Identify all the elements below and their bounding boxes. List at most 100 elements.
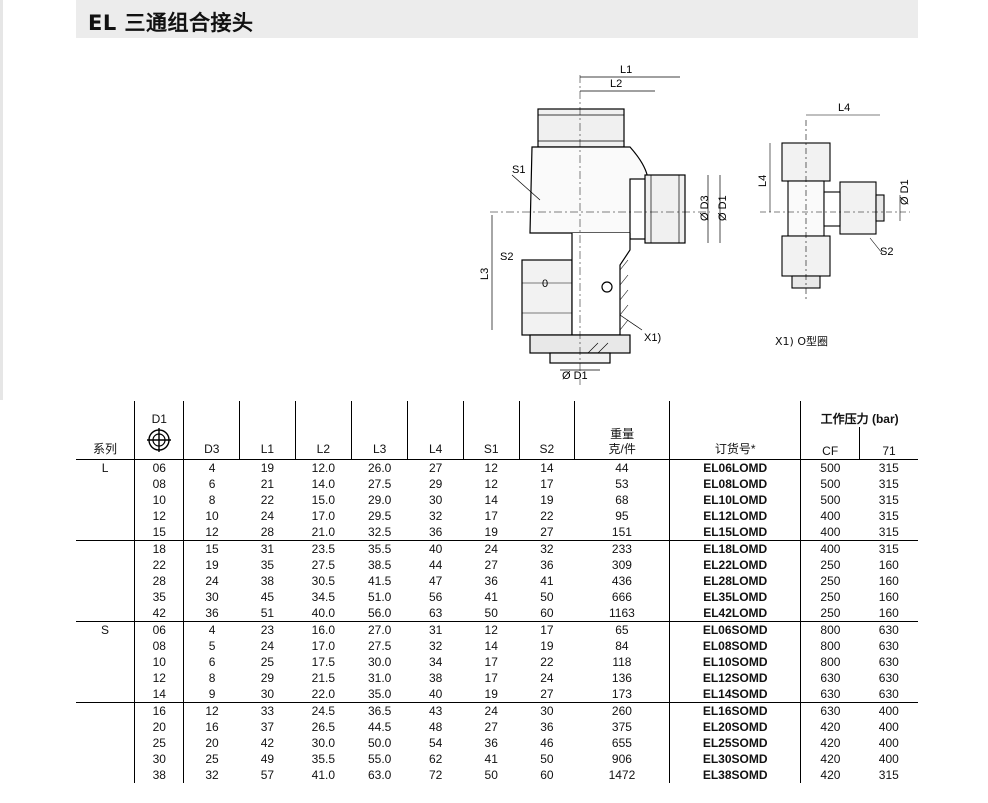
cell-d1: 14 (134, 686, 185, 703)
cell-d3: 9 (208, 687, 216, 701)
cell-l1: 30 (260, 687, 275, 701)
cell-cf: 500 (820, 461, 841, 475)
cell-s2: 19 (540, 493, 554, 507)
header-s1: S1 (463, 401, 520, 460)
cell-weight: 151 (574, 524, 671, 541)
right-side-nut (839, 181, 877, 235)
cell-l2: 17.0 (311, 509, 336, 523)
cell-l4: 27 (428, 461, 443, 475)
cell-l3: 50.0 (368, 736, 392, 750)
cell-cf: 630 (820, 671, 841, 685)
cell-s2: 22 (540, 509, 554, 523)
cell-p71: 315 (878, 509, 899, 523)
cell-d1: 06 (134, 621, 185, 638)
cell-d3: 15 (183, 540, 240, 557)
cell-weight: 53 (574, 476, 671, 492)
cell-l1: 37 (260, 720, 275, 734)
cell-l4: 32 (428, 509, 443, 523)
header-series: 系列 (76, 401, 136, 460)
header-l3: L3 (351, 401, 409, 460)
cell-series (76, 508, 136, 524)
cell-d1: 35 (134, 589, 185, 605)
cell-l3: 51.0 (368, 590, 392, 604)
cell-s2: 24 (540, 671, 554, 685)
cell-series (76, 719, 136, 735)
cell-weight: 173 (574, 686, 671, 703)
cell-d3: 6 (208, 477, 216, 491)
cell-s1: 50 (484, 768, 498, 782)
cell-s1: 41 (484, 590, 498, 604)
cell-l1: 23 (239, 621, 296, 638)
cell-series (76, 638, 136, 654)
header-weight: 重量 克/件 (574, 401, 671, 460)
cell-l4: 44 (428, 558, 443, 572)
cell-d1: 15 (134, 524, 185, 541)
cell-order-code: EL35LOMD (669, 589, 802, 605)
dim-l3-label: L3 (479, 268, 491, 280)
cell-d1: 25 (134, 735, 185, 751)
header-order-code: 订货号* (669, 401, 802, 460)
dim-l2-label: L2 (610, 78, 622, 90)
cell-l2: 14.0 (311, 477, 336, 491)
cell-l4: 43 (407, 702, 464, 719)
cell-d3: 16 (205, 720, 219, 734)
hex-nut-left (521, 259, 573, 336)
page-title: EL 三通组合接头 (88, 11, 254, 35)
cell-p71: 160 (878, 574, 899, 588)
cell-d1: 10 (134, 654, 185, 670)
cell-s2: 60 (540, 768, 554, 782)
cell-d3: 12 (205, 525, 219, 539)
cell-l1: 38 (260, 574, 275, 588)
cell-d1: 18 (134, 540, 185, 557)
cell-cf: 420 (820, 736, 841, 750)
cell-cf: 400 (820, 509, 841, 523)
cell-l3: 36.5 (351, 702, 408, 719)
cell-l1: 22 (260, 493, 275, 507)
cell-d3: 8 (208, 493, 216, 507)
cell-weight: 906 (574, 751, 671, 767)
cell-l3: 38.5 (368, 558, 392, 572)
cell-order-code: EL06SOMD (669, 621, 802, 638)
cell-p71: 160 (878, 590, 899, 604)
cell-l4: 40 (428, 687, 443, 701)
cell-l4: 32 (428, 639, 443, 653)
cell-l2: 21.5 (311, 671, 336, 685)
cell-l4: 54 (428, 736, 443, 750)
cell-l1: 24 (260, 639, 275, 653)
fitting-technical-drawing: L1 L2 S1 S2 L3 Ø D3 Ø D1 0 X1) Ø D1 L4 L… (479, 64, 910, 385)
cell-cf: 400 (800, 540, 860, 557)
cell-p71: 315 (878, 493, 899, 507)
cell-order-code: EL08SOMD (669, 638, 802, 654)
cell-p71: 630 (878, 671, 899, 685)
cell-l2: 41.0 (311, 768, 336, 782)
header-l4: L4 (407, 401, 464, 460)
cell-l2: 30.5 (311, 574, 336, 588)
cell-series (76, 605, 136, 622)
cell-weight: 118 (574, 654, 671, 670)
cell-l4: 63 (428, 606, 443, 620)
cell-l3: 29.0 (368, 493, 392, 507)
cell-l3: 35.0 (368, 687, 392, 701)
cell-order-code: EL10SOMD (669, 654, 802, 670)
cell-s1: 27 (484, 558, 498, 572)
hex-o-label: 0 (542, 278, 548, 290)
cell-l2: 23.5 (295, 540, 352, 557)
cell-d1: 42 (134, 605, 185, 622)
cell-cf: 500 (820, 477, 841, 491)
cell-l4: 30 (428, 493, 443, 507)
cell-s2: 27 (540, 687, 554, 701)
cell-l3: 30.0 (368, 655, 392, 669)
cell-s1: 17 (484, 509, 498, 523)
header-weight-top: 重量 (610, 427, 635, 441)
cell-series (76, 557, 136, 573)
header-l1: L1 (239, 401, 296, 460)
cell-d3: 10 (205, 509, 219, 523)
cell-cf: 420 (820, 768, 841, 782)
cell-l1: 31 (239, 540, 296, 557)
cell-weight: 84 (574, 638, 671, 654)
